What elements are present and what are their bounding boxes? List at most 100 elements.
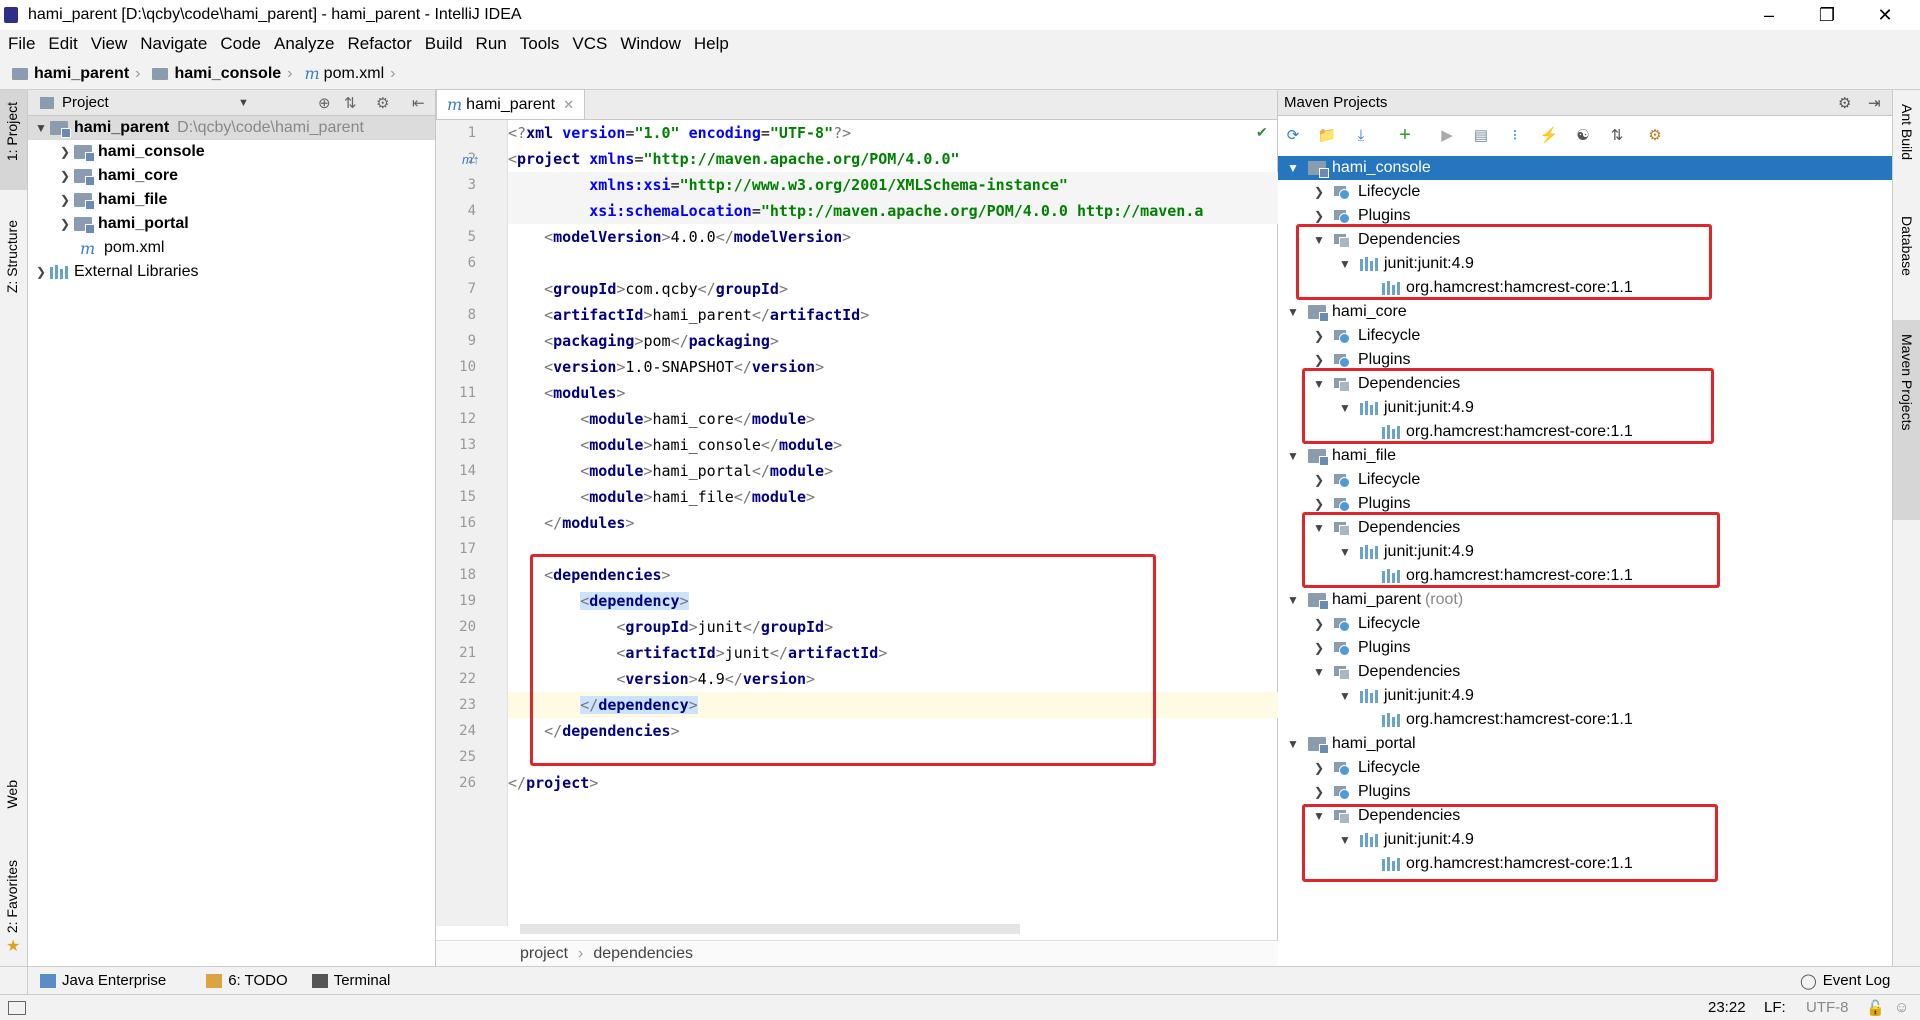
tree-row-hami-file[interactable]: ❯ hami_file [28, 188, 435, 212]
menu-edit[interactable]: Edit [48, 34, 78, 53]
settings-icon[interactable]: ⚙ [1648, 127, 1662, 144]
maven-dep-hamcrest[interactable]: org.hamcrest:hamcrest-core:1.1 [1278, 420, 1892, 444]
chevron-down-icon[interactable]: ▼ [1287, 593, 1299, 607]
chevron-right-icon[interactable]: ❯ [59, 193, 71, 207]
lock-icon[interactable]: 🔓 [1866, 1000, 1885, 1017]
chevron-right-icon[interactable]: ❯ [1313, 761, 1325, 775]
maven-dep-junit[interactable]: ▼junit:junit:4.9 [1278, 540, 1892, 564]
gear-icon[interactable]: ⚙ [1838, 94, 1852, 112]
download-icon[interactable]: ⤓ [1357, 126, 1365, 144]
close-window-button[interactable]: ✕ [1877, 4, 1893, 25]
tree-row-hami-core[interactable]: ❯ hami_core [28, 164, 435, 188]
chevron-down-icon[interactable]: ▼ [1339, 545, 1351, 559]
chevron-down-icon[interactable]: ▼ [1313, 377, 1325, 391]
database-tool-tab[interactable]: Database [1899, 216, 1915, 276]
chevron-down-icon[interactable]: ▼ [1339, 401, 1351, 415]
chevron-down-icon[interactable]: ▼ [1287, 305, 1299, 319]
maven-dep-hamcrest[interactable]: org.hamcrest:hamcrest-core:1.1 [1278, 564, 1892, 588]
chevron-down-icon[interactable]: ▼ [1339, 257, 1351, 271]
maven-gutter-icon[interactable]: m↑ [462, 152, 480, 167]
tree-row-root[interactable]: ▼ hami_parent D:\qcby\code\hami_parent [28, 116, 435, 140]
web-tool-tab[interactable]: Web [4, 780, 20, 809]
maven-dependencies[interactable]: ▼Dependencies [1278, 804, 1892, 828]
maven-dependencies[interactable]: ▼Dependencies [1278, 228, 1892, 252]
menu-run[interactable]: Run [475, 34, 507, 53]
menu-build[interactable]: Build [424, 34, 463, 53]
maven-tool-tab[interactable]: Maven Projects [1893, 320, 1920, 520]
close-tab-icon[interactable]: ✕ [563, 96, 575, 112]
menu-vcs[interactable]: VCS [572, 34, 608, 53]
reimport-icon[interactable]: ⟳ [1286, 127, 1300, 144]
chevron-right-icon[interactable]: ❯ [1313, 185, 1325, 199]
maven-dependencies[interactable]: ▼Dependencies [1278, 372, 1892, 396]
maven-dep-junit[interactable]: ▼junit:junit:4.9 [1278, 396, 1892, 420]
maven-dep-junit[interactable]: ▼junit:junit:4.9 [1278, 828, 1892, 852]
maven-module-hami-console[interactable]: ▼hami_console [1278, 156, 1892, 180]
maven-plugins[interactable]: ❯Plugins [1278, 348, 1892, 372]
maven-dep-hamcrest[interactable]: org.hamcrest:hamcrest-core:1.1 [1278, 852, 1892, 876]
maven-plugins[interactable]: ❯Plugins [1278, 492, 1892, 516]
tree-row-pom[interactable]: m pom.xml [28, 236, 435, 260]
chevron-right-icon[interactable]: ❯ [1313, 473, 1325, 487]
editor-tab-pom[interactable]: m hami_parent ✕ [436, 89, 586, 119]
chevron-right-icon[interactable]: ❯ [1313, 497, 1325, 511]
menu-code[interactable]: Code [220, 34, 261, 53]
maven-lifecycle[interactable]: ❯Lifecycle [1278, 180, 1892, 204]
chevron-down-icon[interactable]: ▼ [1313, 521, 1325, 535]
event-log-tab[interactable]: ◯Event Log [1800, 972, 1890, 990]
chevron-down-icon[interactable]: ▼ [1287, 737, 1299, 751]
maven-plugins[interactable]: ❯Plugins [1278, 636, 1892, 660]
show-dependencies-icon[interactable]: ☯ [1576, 127, 1590, 144]
maven-lifecycle[interactable]: ❯Lifecycle [1278, 612, 1892, 636]
generate-sources-icon[interactable]: 📁 [1317, 127, 1337, 144]
code-area[interactable]: <?xml version="1.0" encoding="UTF-8"?> <… [508, 120, 1278, 926]
gear-icon[interactable]: ⚙ [376, 94, 390, 112]
chevron-down-icon[interactable]: ▼ [35, 121, 47, 135]
chevron-down-icon[interactable]: ▼ [1313, 809, 1325, 823]
maven-lifecycle[interactable]: ❯Lifecycle [1278, 756, 1892, 780]
maven-module-hami-core[interactable]: ▼hami_core [1278, 300, 1892, 324]
maven-plugins[interactable]: ❯Plugins [1278, 780, 1892, 804]
chevron-down-icon[interactable]: ▼ [1339, 833, 1351, 847]
structure-tool-tab[interactable]: Z: Structure [4, 220, 20, 294]
run-config-icon[interactable]: ▤ [1473, 127, 1489, 144]
chevron-right-icon[interactable]: ❯ [1313, 641, 1325, 655]
terminal-tab[interactable]: Terminal [311, 972, 390, 989]
collapse-all-icon[interactable]: ⇅ [1610, 127, 1624, 144]
hide-panel-icon[interactable]: ⇥ [1868, 94, 1881, 112]
chevron-down-icon[interactable]: ▼ [1287, 449, 1299, 463]
maven-dependencies[interactable]: ▼Dependencies [1278, 660, 1892, 684]
project-panel-title[interactable]: Project [62, 94, 109, 111]
menu-navigate[interactable]: Navigate [140, 34, 208, 53]
hide-panel-icon[interactable]: ⇤ [412, 94, 425, 112]
chevron-down-icon[interactable]: ▼ [1313, 665, 1325, 679]
maven-lifecycle[interactable]: ❯Lifecycle [1278, 324, 1892, 348]
maven-dep-junit[interactable]: ▼junit:junit:4.9 [1278, 252, 1892, 276]
chevron-right-icon[interactable]: ❯ [1313, 785, 1325, 799]
menu-analyze[interactable]: Analyze [274, 34, 335, 53]
favorites-tool-tab[interactable]: 2: Favorites [4, 860, 20, 934]
toggle-tool-windows-icon[interactable] [8, 1001, 26, 1015]
locate-icon[interactable]: ⊕ [318, 94, 331, 112]
ant-build-tool-tab[interactable]: Ant Build [1899, 104, 1915, 161]
editor-crumb-project[interactable]: project [520, 944, 569, 962]
restore-button[interactable]: ❐ [1818, 4, 1836, 25]
menu-tools[interactable]: Tools [519, 34, 560, 53]
chevron-down-icon[interactable]: ▼ [1287, 161, 1299, 175]
chevron-right-icon[interactable]: ❯ [1313, 353, 1325, 367]
chevron-right-icon[interactable]: ❯ [59, 169, 71, 183]
chevron-right-icon[interactable]: ❯ [35, 265, 47, 279]
chevron-right-icon[interactable]: ❯ [1313, 617, 1325, 631]
maven-plugins[interactable]: ❯Plugins [1278, 204, 1892, 228]
file-encoding[interactable]: UTF-8 [1806, 999, 1849, 1016]
project-tool-tab[interactable]: 1: Project [0, 90, 27, 190]
collapse-all-icon[interactable]: ⇅ [344, 94, 357, 112]
caret-position[interactable]: 23:22 [1708, 999, 1746, 1016]
line-separator[interactable]: LF: [1764, 999, 1786, 1016]
editor-crumb-dependencies[interactable]: dependencies [593, 944, 693, 962]
maven-dep-hamcrest[interactable]: org.hamcrest:hamcrest-core:1.1 [1278, 708, 1892, 732]
maven-lifecycle[interactable]: ❯Lifecycle [1278, 468, 1892, 492]
java-enterprise-tab[interactable]: Java Enterprise [40, 972, 166, 989]
menu-help[interactable]: Help [693, 34, 729, 53]
